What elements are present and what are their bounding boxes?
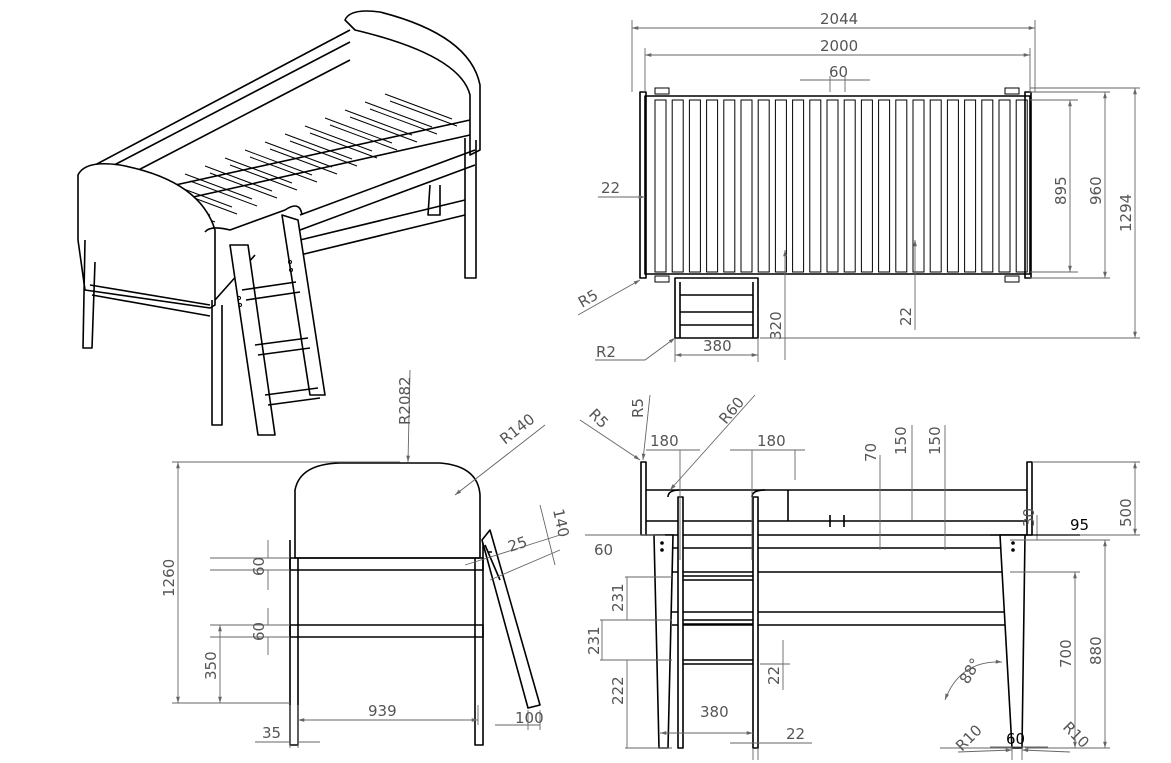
slat: [998, 99, 1011, 273]
dim-center-gap: 60: [829, 63, 848, 81]
dim-30: 30: [1020, 508, 1038, 527]
dim-rail-height: 350: [202, 651, 220, 680]
dim-ladder-depth: 140: [549, 507, 573, 539]
dim-overall-length: 2044: [820, 10, 858, 28]
isometric-view: [77, 10, 481, 436]
dim-cutout-left: 180: [650, 432, 679, 450]
dim-cutout-right: 180: [757, 432, 786, 450]
end-view: R2082 R140 1260 60 60 350 25 140 939 35 …: [160, 369, 573, 748]
dim-radius-a: R5: [585, 405, 612, 432]
dim-ladder-radius: R2: [596, 343, 616, 361]
dim-ladder-width: 380: [703, 337, 732, 355]
dim-rail-150-a: 150: [892, 426, 910, 455]
dim-total-height: 1260: [160, 559, 178, 597]
dim-ladder-foot: 100: [515, 709, 544, 727]
dim-ladder-projection: 320: [767, 311, 785, 340]
dim-slat-span: 895: [1052, 176, 1070, 205]
slat: [895, 99, 908, 273]
slat: [688, 99, 701, 273]
slat: [809, 99, 822, 273]
slat: [843, 99, 856, 273]
front-view: R5 R5 R60 180 180 70 150 150 30 95 500 6…: [579, 393, 1140, 760]
slat: [706, 99, 719, 273]
slat: [826, 99, 839, 273]
dim-corner-radius-end: R140: [496, 410, 538, 448]
slat: [964, 99, 977, 273]
dim-foot-width: 60: [1006, 730, 1025, 748]
dim-rung-222: 222: [609, 676, 627, 705]
dim-radius-b: R5: [629, 398, 647, 418]
dim-headboard-500: 500: [1117, 498, 1135, 527]
dim-rail-upper: 60: [250, 557, 268, 576]
dim-angle: 88°: [956, 655, 985, 687]
slat: [981, 99, 994, 273]
dim-slat-width: 22: [897, 307, 915, 326]
dim-ladder-offset: 25: [506, 533, 530, 556]
dim-rail-70: 70: [862, 443, 880, 462]
slat: [774, 99, 787, 273]
slat: [912, 99, 925, 273]
dim-foot-radius-left: R10: [952, 721, 986, 755]
dim-leg-880: 880: [1087, 636, 1105, 665]
dim-width: 939: [368, 702, 397, 720]
dim-rail-lower: 60: [250, 622, 268, 641]
dim-rail-150-b: 150: [926, 426, 944, 455]
dim-foot-radius-right: R10: [1059, 718, 1093, 752]
dim-rung-231-b: 231: [585, 626, 603, 655]
dim-leg-700: 700: [1057, 639, 1075, 668]
dim-ladder-rail: 22: [786, 725, 805, 743]
dim-radius-c: R60: [715, 393, 748, 427]
slat: [860, 99, 873, 273]
slat: [654, 99, 667, 273]
slat: [946, 99, 959, 273]
slat: [792, 99, 805, 273]
dim-leg-width: 35: [262, 724, 281, 742]
dim-end-thickness: 22: [601, 179, 620, 197]
dim-frame-width: 960: [1087, 176, 1105, 205]
dim-60-left: 60: [594, 541, 613, 559]
dim-95: 95: [1070, 516, 1089, 534]
dim-inner-length: 2000: [820, 37, 858, 55]
slat: [878, 99, 891, 273]
dim-ladder-width-front: 380: [700, 703, 729, 721]
slat: [1015, 99, 1028, 273]
dim-total-depth: 1294: [1117, 194, 1135, 232]
slat: [929, 99, 942, 273]
dim-rung-231-a: 231: [609, 583, 627, 612]
top-view: 2044 2000 60 22 895 960 1294 R5 320 22 R…: [575, 10, 1140, 362]
dim-headboard-radius: R2082: [396, 376, 414, 425]
slat: [740, 99, 753, 273]
dim-rung-thickness: 22: [765, 666, 783, 685]
slat: [723, 99, 736, 273]
dim-corner-radius: R5: [575, 286, 601, 312]
slat: [757, 99, 770, 273]
slat: [671, 99, 684, 273]
